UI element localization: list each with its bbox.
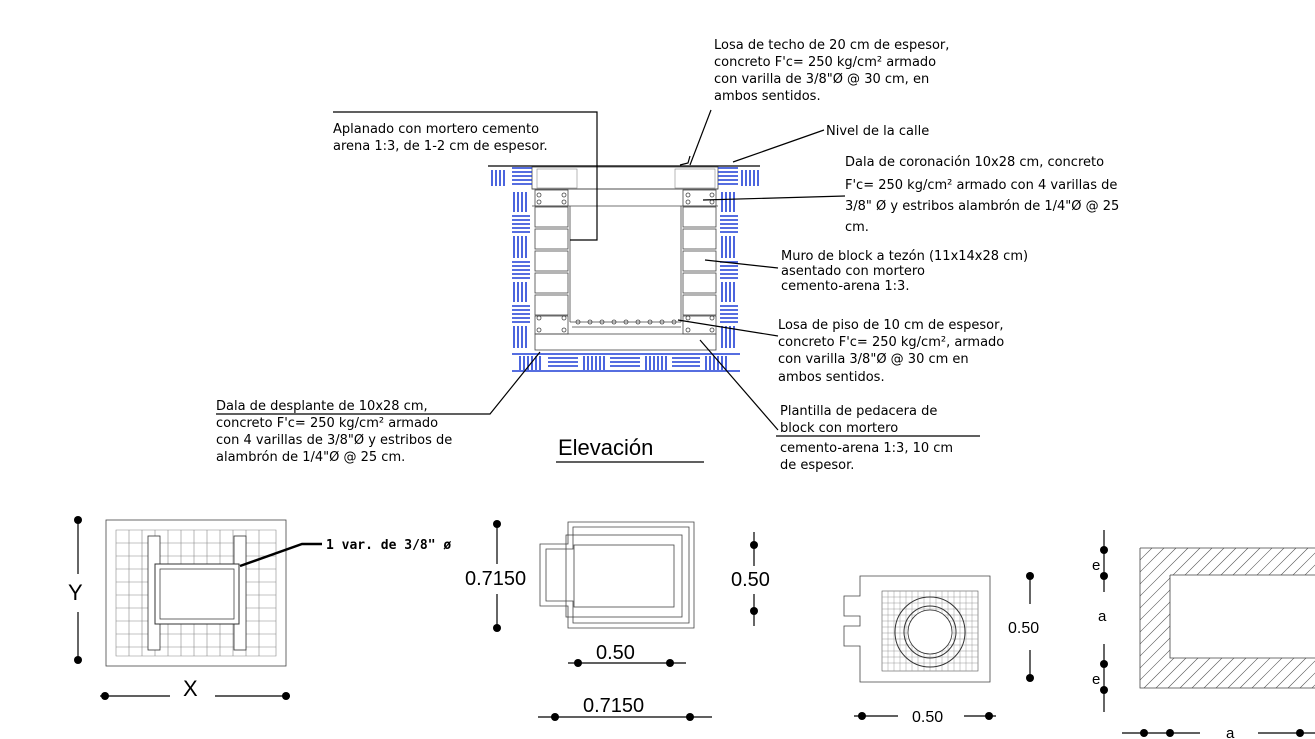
note-line: Muro de block a tezón (11x14x28 cm) <box>781 249 1028 264</box>
note-losa-techo: Losa de techo de 20 cm de espesor, concr… <box>714 38 949 104</box>
note-line: 3/8" Ø y estribos alambrón de 1/4"Ø @ 25 <box>845 199 1119 214</box>
plan-box-detail: 0.7150 0.50 0.50 0.7150 <box>465 520 770 721</box>
dim-label-y: Y <box>68 580 83 605</box>
note-line: Aplanado con mortero cemento <box>333 122 539 137</box>
note-line: ambos sentidos. <box>714 89 821 104</box>
dim-tick <box>574 659 582 667</box>
dim-tick <box>666 659 674 667</box>
dim-tick <box>1026 674 1034 682</box>
dim-tick <box>282 692 290 700</box>
note-line: F'c= 250 kg/cm² armado con 4 varillas de <box>845 178 1117 193</box>
note-line: asentado con mortero <box>781 264 925 279</box>
plan-hatched-detail: e a e a <box>1092 530 1315 739</box>
plan-grid-detail: 1 var. de 3/8" ø Y X <box>68 516 451 701</box>
dim-label-a-bottom: a <box>1226 725 1235 739</box>
elevation-section: Losa de techo de 20 cm de espesor, concr… <box>216 38 1119 473</box>
note-line: block con mortero <box>780 421 898 436</box>
note-line: concreto F'c= 250 kg/cm², armado <box>778 335 1004 350</box>
note-plantilla: Plantilla de pedacera de block con morte… <box>780 404 953 473</box>
note-losa-piso: Losa de piso de 10 cm de espesor, concre… <box>778 318 1004 385</box>
dim-tick <box>750 541 758 549</box>
elevation-title: Elevación <box>558 435 653 460</box>
dim-tick <box>74 656 82 664</box>
dim-tick <box>74 516 82 524</box>
dim-label-bottom: 0.50 <box>912 709 943 726</box>
dim-label-bottom-outer: 0.7150 <box>583 695 644 717</box>
note-line: ambos sentidos. <box>778 370 885 385</box>
dim-label-right: 0.50 <box>1008 620 1039 637</box>
dim-tick <box>1100 686 1108 694</box>
note-line: de espesor. <box>780 458 854 473</box>
note-line: con varilla 3/8"Ø @ 30 cm en <box>778 352 969 367</box>
note-aplanado: Aplanado con mortero cemento arena 1:3, … <box>333 122 548 154</box>
dim-label-x: X <box>183 676 198 701</box>
note-dala-desplante: Dala de desplante de 10x28 cm, concreto … <box>216 399 452 465</box>
note-line: arena 1:3, de 1-2 cm de espesor. <box>333 139 548 154</box>
dim-tick <box>1100 572 1108 580</box>
rebar-dots <box>536 192 715 333</box>
note-line: Losa de techo de 20 cm de espesor, <box>714 38 949 53</box>
note-line: con 4 varillas de 3/8"Ø y estribos de <box>216 433 452 448</box>
note-line: cemento-arena 1:3, 10 cm <box>780 441 953 456</box>
dim-tick <box>1026 572 1034 580</box>
rebar-label: 1 var. de 3/8" ø <box>326 538 451 553</box>
dim-label-right: 0.50 <box>731 569 770 591</box>
block-hatching <box>491 167 759 372</box>
dim-tick <box>858 712 866 720</box>
note-line: Plantilla de pedacera de <box>780 404 937 419</box>
note-line: cm. <box>845 220 869 235</box>
dim-label-bottom-inner: 0.50 <box>596 642 635 664</box>
note-nivel-calle: Nivel de la calle <box>826 124 929 139</box>
left-wall-blocks <box>534 189 569 335</box>
note-dala-coronacion: Dala de coronación 10x28 cm, concreto F'… <box>845 155 1119 235</box>
note-line: cemento-arena 1:3. <box>781 279 909 294</box>
dim-tick <box>1100 546 1108 554</box>
right-wall-blocks <box>682 189 717 335</box>
dim-label-e-bottom: e <box>1092 671 1100 688</box>
note-line: alambrón de 1/4"Ø @ 25 cm. <box>216 450 405 465</box>
plan-round-detail: 0.50 0.50 <box>843 572 1039 726</box>
dim-tick <box>551 713 559 721</box>
note-line: Dala de coronación 10x28 cm, concreto <box>845 155 1104 170</box>
note-line: concreto F'c= 250 kg/cm² armado <box>714 55 936 70</box>
note-line: Losa de piso de 10 cm de espesor, <box>778 318 1004 333</box>
dim-tick <box>493 624 501 632</box>
dim-tick <box>1140 729 1148 737</box>
dim-tick <box>985 712 993 720</box>
roof-slab <box>531 166 719 190</box>
note-line: concreto F'c= 250 kg/cm² armado <box>216 416 438 431</box>
note-line: Nivel de la calle <box>826 124 929 139</box>
floor-slab <box>534 333 717 351</box>
dim-tick <box>1296 729 1304 737</box>
dim-tick <box>1166 729 1174 737</box>
dim-tick <box>1100 660 1108 668</box>
dim-tick <box>493 520 501 528</box>
note-muro-block: Muro de block a tezón (11x14x28 cm) asen… <box>781 249 1028 294</box>
dim-tick <box>101 692 109 700</box>
note-line: Dala de desplante de 10x28 cm, <box>216 399 428 414</box>
dim-label-left: 0.7150 <box>465 568 526 590</box>
dim-label-e-top: e <box>1092 557 1100 574</box>
dim-label-a: a <box>1098 608 1107 625</box>
note-line: con varilla de 3/8"Ø @ 30 cm, en <box>714 72 929 87</box>
leader-lines <box>216 109 846 431</box>
dim-tick <box>750 607 758 615</box>
dim-tick <box>686 713 694 721</box>
